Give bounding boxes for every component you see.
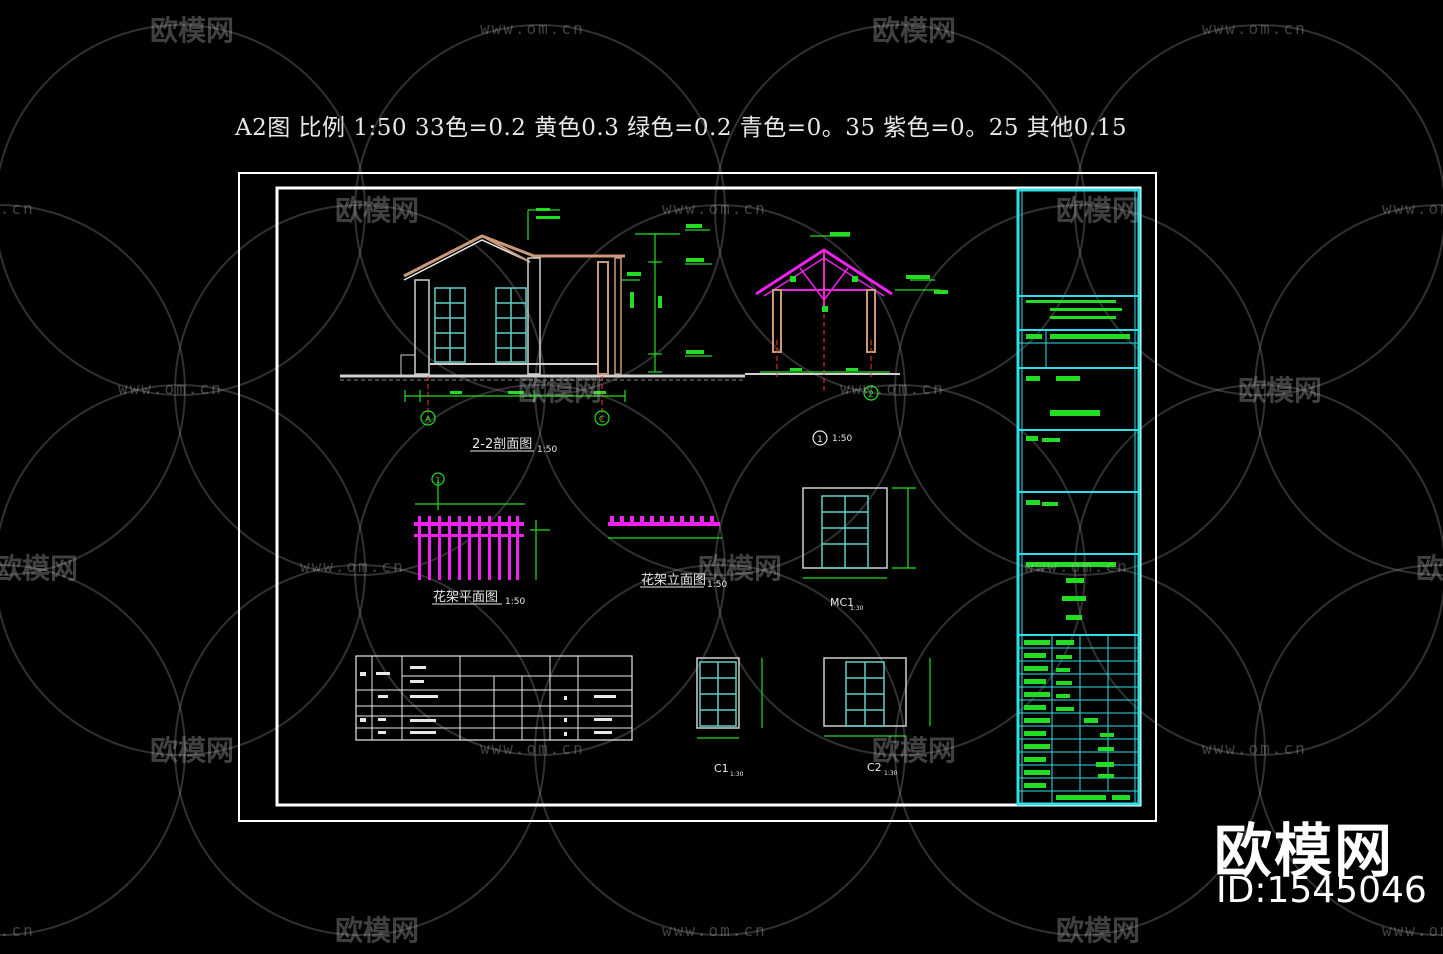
side-elevation-scale: 1:50 [832,434,852,444]
door-mc1-title: MC1 [830,596,854,609]
watermark-url: www.om.cn [118,379,223,398]
watermark-logo: 欧模网 [518,374,602,407]
door-mc1-drawing: MC1 1:30 [802,487,916,612]
watermark-url: www.om.cn [1202,19,1307,38]
trellis-plan-marker: 1 [435,476,440,485]
watermark-circles [0,24,1443,936]
drawing-scale-note: A2图 比例 1:50 33色=0.2 黄色0.3 绿色=0.2 青色=0。35… [235,115,1127,141]
watermark-logo: 欧模网 [1238,374,1322,407]
watermark-logo: 欧模网 [872,14,956,47]
watermark-url: www.om.cn [480,19,585,38]
watermark-logo: 欧模网 [1056,194,1140,227]
door-mc1-scale: 1:30 [850,605,864,612]
watermark-url: www.om.cn [300,557,405,576]
watermark-logo: 欧模网 [1416,552,1443,585]
watermark-url: www.om.cn [480,739,585,758]
sheet-inner-frame [275,186,1142,807]
watermark-url: www.om.cn [1024,557,1129,576]
trellis-plan-title: 花架平面图 [433,589,498,605]
watermark-logo: 欧模网 [1056,914,1140,947]
trellis-plan-drawing: 1 花架平面图 1:50 [414,472,550,607]
section-2-2-scale: 1:50 [537,445,557,455]
watermark-logo: 欧模网 [0,552,78,585]
axis-2-label: 2 [868,390,874,400]
trellis-plan-hatching [414,516,524,580]
section-2-2-drawing: A C 2-2剖面图 1:50 [340,208,745,455]
trellis-elevation-title: 花架立面图 [641,572,706,588]
watermark-url: www.om.cn [0,199,35,218]
side-elevation-marker: 1 [817,435,823,445]
brand-logo-text: 欧模网 [1214,817,1395,885]
watermark-url: www.om.cn [1202,739,1307,758]
trellis-plan-scale: 1:50 [505,597,525,607]
title-block [1016,188,1141,806]
trellis-elevation-drawing: 花架立面图 1:50 [608,516,727,590]
side-elevation-drawing: 2 1 1:50 [745,232,948,446]
watermark-url: www.om.cn [840,379,945,398]
watermark-logo: 欧模网 [335,194,419,227]
sheet-outer-frame [238,172,1157,822]
brand-id-text: ID:1545046 [1216,870,1427,911]
watermark-logo: 欧模网 [150,14,234,47]
window-c1-drawing: C1 1:30 [696,657,763,778]
window-c2-title: C2 [867,761,882,774]
window-c2-drawing: C2 1:30 [823,657,931,777]
watermark-layer: 欧模网 欧模网 欧模网 欧模网 欧模网 欧模网 欧模网 欧模网 欧模网 欧模网 … [0,14,1443,947]
watermark-logo: 欧模网 [698,552,782,585]
door-window-schedule-table [355,655,633,741]
section-2-2-title: 2-2剖面图 [472,437,532,452]
watermark-logo: 欧模网 [335,914,419,947]
window-c1-scale: 1:30 [730,771,744,778]
watermark-url: www.om.cn [1382,199,1443,218]
watermark-url: www.om.cn [662,921,767,940]
trellis-elevation-scale: 1:50 [707,580,727,590]
axis-a-label: A [425,415,432,425]
watermark-url: www.om.cn [662,199,767,218]
window-c2-scale: 1:30 [884,770,898,777]
watermark-url: www.om.cn [0,921,35,940]
window-c1-title: C1 [714,762,729,775]
watermark-url: www.om.cn [1382,921,1443,940]
watermark-logo: 欧模网 [150,734,234,767]
watermark-logo: 欧模网 [872,734,956,767]
axis-c-label: C [599,415,605,425]
